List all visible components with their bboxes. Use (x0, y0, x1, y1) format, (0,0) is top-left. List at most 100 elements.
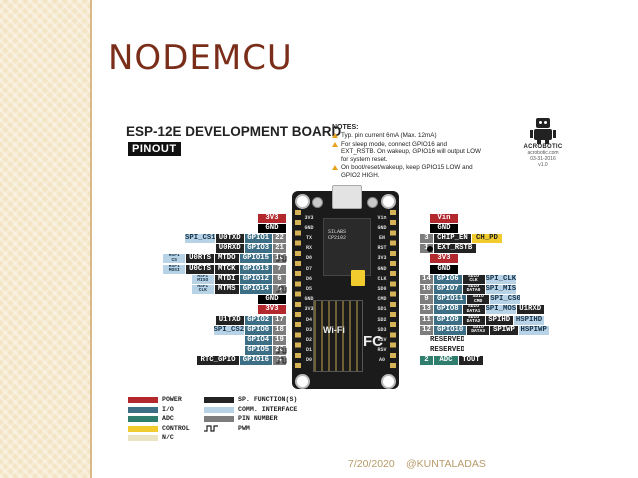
pin-tag-func: SDIO CMD (467, 295, 490, 305)
pin-tag-gpio: GPIO7 (434, 284, 462, 294)
pin-tag-pinnum: 11 (420, 315, 433, 325)
silkscreen-label: RSV (377, 347, 387, 354)
mounting-hole (295, 374, 310, 389)
pin-tag-pinnum: 13 (420, 305, 433, 315)
left-pin-header (295, 210, 301, 372)
pin-tag-func: MTDO (214, 254, 239, 264)
silkscreen-label: D5 (305, 285, 312, 292)
pin-tag-power: 3V3 (430, 254, 458, 264)
silkscreen-label: GND (377, 224, 387, 231)
pin-tag-comm: HSPI CS (163, 254, 186, 264)
legend-label: PIN NUMBER (238, 415, 278, 423)
legend-swatch (204, 406, 234, 413)
silkscreen-label: D0 (305, 357, 312, 364)
pin-tag-comm: HSPIHD (514, 315, 544, 325)
pin-tag-func: U1RXD (516, 305, 544, 315)
pin-tag-ctrl: CH_PD (471, 233, 502, 243)
note-item: For sleep mode, connect GPIO16 and EXT_R… (332, 141, 482, 163)
acrobotic-logo: ACROBOTIC acrobotic.com 03-31-2016 v1.0 (520, 118, 566, 178)
pin-tag-func: MTDI (214, 274, 239, 284)
pin-tag-power: 3V3 (258, 305, 286, 315)
pin-tag-gpio: GPIO8 (434, 305, 462, 315)
silkscreen-label: D7 (305, 265, 312, 272)
legend-label: COMM. INTERFACE (238, 405, 298, 413)
pin-tag-func: CHIP_EN (434, 233, 471, 243)
pin-tag-func: MTCK (214, 264, 239, 274)
silkscreen-label: SD1 (377, 306, 387, 313)
board-title: ESP-12E DEVELOPMENT BOARD (126, 124, 342, 139)
pin-tag-pinnum: 21 (273, 244, 286, 254)
silkscreen-label: RX (305, 245, 312, 252)
pin-tag-gpio: GPIO2 (244, 315, 272, 325)
pin-tag-gpio: GPIO3 (244, 244, 272, 254)
pin-tag-func: SDIO DATA0 (462, 284, 485, 294)
side-divider (90, 0, 92, 478)
pin-tag-pinnum: 1 (420, 244, 433, 254)
silkscreen-label: 3V3 (377, 255, 387, 262)
pin-tag-func: SPIHD (485, 315, 513, 325)
pinout-badge: PINOUT (128, 142, 181, 156)
silkscreen-label: D3 (305, 326, 312, 333)
pwm-icon (276, 255, 287, 262)
silkscreen-label: GND (377, 265, 387, 272)
chip-label: SILABS CP2102 (328, 229, 347, 241)
pin-tag-empty: RESERVED (430, 335, 464, 344)
pin-tag-func: U0RXD (216, 244, 244, 254)
silkscreen-label: Vin (377, 214, 387, 221)
pwm-icon (276, 357, 287, 364)
legend-swatch (204, 416, 234, 423)
pin-tag-adc: 2 (420, 356, 433, 366)
note-item: Typ. pin current 6mA (Max. 12mA) (332, 132, 482, 139)
voltage-regulator (351, 270, 365, 286)
pin-tag-gnd: GND (258, 295, 286, 305)
pin-tag-gpio: GPIO14 (239, 284, 272, 294)
silkscreen-label: A0 (378, 357, 385, 364)
silkscreen-label: RSV (377, 336, 387, 343)
silkscreen-label: D1 (305, 347, 312, 354)
pin-tag-gpio: GPIO1 (244, 233, 272, 243)
warning-icon (332, 165, 338, 171)
pin-tag-func: SPIWP (490, 325, 518, 335)
pin-tag-func: U0CTS (186, 264, 214, 274)
logo-version: v1.0 (538, 162, 548, 168)
silkscreen-label: D8 (305, 255, 312, 262)
pin-tag-gpio: GPIO11 (434, 295, 467, 305)
ext-rstb-dot (427, 246, 433, 252)
right-pin-header (390, 210, 396, 372)
pin-tag-gpio: GPIO13 (239, 264, 272, 274)
notes-heading: NOTES: (332, 124, 359, 131)
pin-tag-pinnum: 9 (420, 295, 433, 305)
pin-tag-func: TOUT (459, 356, 483, 366)
pin-tag-power: 3V3 (258, 213, 286, 223)
silkscreen-label: GND (304, 224, 314, 231)
pin-tag-gnd: GND (430, 264, 458, 274)
silkscreen-label: CMD (377, 296, 387, 303)
usb-uart-chip: SILABS CP2102 (323, 218, 371, 276)
warning-icon (332, 133, 338, 139)
pin-tag-comm: HSPI MOSI (163, 264, 186, 274)
silkscreen-label: CLK (377, 275, 387, 282)
note-item: On boot/reset/wakeup, keep GPIO15 LOW an… (332, 164, 482, 179)
pin-tag-gpio: GPIO10 (434, 325, 467, 335)
pin-tag-comm: SPI_CS1 (185, 233, 215, 243)
pin-tag-gpio: GPIO0 (244, 325, 272, 335)
usb-connector (332, 185, 362, 209)
pin-tag-comm: SPI_CS2 (213, 325, 244, 335)
pin-tag-pinnum: 6 (273, 274, 286, 284)
legend-swatch (128, 406, 158, 413)
pin-tag-gpio: GPIO15 (239, 254, 272, 264)
pin-tag-empty: RESERVED (430, 346, 464, 355)
pwm-icon (204, 425, 218, 432)
pin-tag-gpio: GPIO16 (239, 356, 272, 366)
pin-tag-gnd: GND (258, 223, 286, 233)
fc-logo: FC (363, 333, 383, 350)
legend-swatch (128, 435, 158, 442)
pin-tag-pinnum: 12 (420, 325, 433, 335)
pin-tag-comm: HSPI MISO (191, 274, 214, 284)
silkscreen-label: SD2 (377, 316, 387, 323)
pin-tag-pinnum: 14 (420, 274, 433, 284)
mounting-hole (295, 194, 310, 209)
pin-tag-func: SDIO DATA3 (467, 325, 490, 335)
silkscreen-label: 3V3 (304, 214, 314, 221)
pin-tag-func: U1TXD (216, 315, 244, 325)
